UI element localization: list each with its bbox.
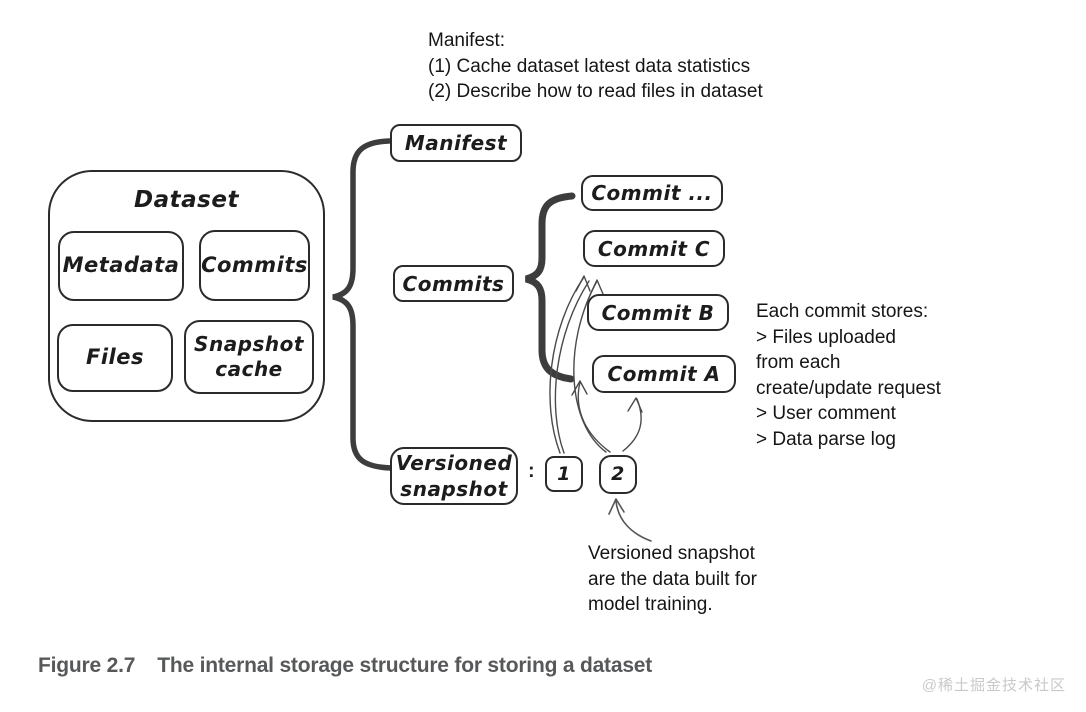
commit-more-box: Commit ...: [581, 175, 723, 211]
commit-note-line: > Files uploaded: [756, 326, 896, 348]
figure-caption: Figure 2.7 The internal storage structure…: [38, 654, 652, 678]
commit-b-box: Commit B: [587, 294, 729, 331]
snapshot-2-label: 2: [611, 463, 625, 486]
dataset-title: Dataset: [134, 187, 239, 213]
snapshot-2-box: 2: [599, 455, 637, 494]
manifest-note-line: Manifest:: [428, 30, 506, 51]
manifest-box: Manifest: [390, 124, 522, 162]
commit-c-label: Commit C: [597, 236, 711, 261]
files-box: Files: [57, 324, 173, 392]
commit-note-line: create/update request: [756, 377, 941, 399]
snapshot-note-line: are the data built for: [588, 568, 757, 590]
snapshot-separator: :: [528, 460, 535, 482]
commit-more-label: Commit ...: [591, 181, 713, 205]
manifest-label: Manifest: [404, 131, 508, 155]
figure-caption-text: The internal storage structure for stori…: [157, 654, 653, 677]
metadata-label: Metadata: [62, 253, 180, 278]
arrow-note-to-snapshot2: [608, 498, 652, 542]
commits-inner-label: Commits: [201, 252, 308, 277]
commit-note: Each commit stores: > Files uploaded fro…: [756, 299, 941, 452]
versioned-snapshot-box: Versioned snapshot: [390, 447, 518, 505]
watermark: @稀土掘金技术社区: [921, 677, 1066, 694]
figure-caption-label: Figure 2.7: [38, 654, 136, 677]
commits-inner-box: Commits: [199, 230, 310, 301]
snapshot-1-box: 1: [545, 456, 583, 492]
manifest-note-line: (1) Cache dataset latest data statistics: [428, 55, 751, 77]
snapshot-cache-box: Snapshot cache: [184, 320, 314, 394]
commit-c-box: Commit C: [583, 230, 725, 267]
files-label: Files: [86, 345, 144, 370]
commit-note-line: > User comment: [756, 403, 896, 424]
snapshot-cache-line2: cache: [215, 357, 283, 381]
commits-box: Commits: [393, 265, 514, 302]
metadata-box: Metadata: [58, 231, 184, 301]
arrow-snapshot2-to-commit-a-bottom: [622, 397, 643, 452]
dataset-brace: [332, 138, 394, 471]
snapshot-cache-line1: Snapshot: [194, 332, 304, 356]
arrow-snapshot1-to-commit-c: [549, 275, 591, 454]
arrow-snapshot2-to-commit-a-left: [571, 380, 611, 453]
manifest-note: Manifest: (1) Cache dataset latest data …: [428, 28, 763, 105]
snapshot-note-line: model training.: [588, 594, 713, 615]
commits-label: Commits: [402, 271, 505, 296]
commit-a-label: Commit A: [607, 362, 721, 386]
commit-b-label: Commit B: [601, 300, 715, 325]
commit-a-box: Commit A: [592, 355, 736, 393]
snapshot-1-label: 1: [557, 462, 571, 485]
snapshot-note: Versioned snapshot are the data built fo…: [588, 541, 757, 618]
commit-note-line: > Data parse log: [756, 428, 896, 450]
arrow-snapshot2-to-commit-c: [573, 279, 607, 453]
manifest-note-line: (2) Describe how to read files in datase…: [428, 81, 763, 102]
commit-note-line: Each commit stores:: [756, 301, 929, 322]
versioned-snapshot-line1: Versioned: [395, 451, 513, 475]
commit-note-line: from each: [756, 352, 841, 373]
versioned-snapshot-line2: snapshot: [400, 477, 508, 501]
snapshot-note-line: Versioned snapshot: [588, 543, 755, 564]
commits-brace: [525, 192, 576, 383]
